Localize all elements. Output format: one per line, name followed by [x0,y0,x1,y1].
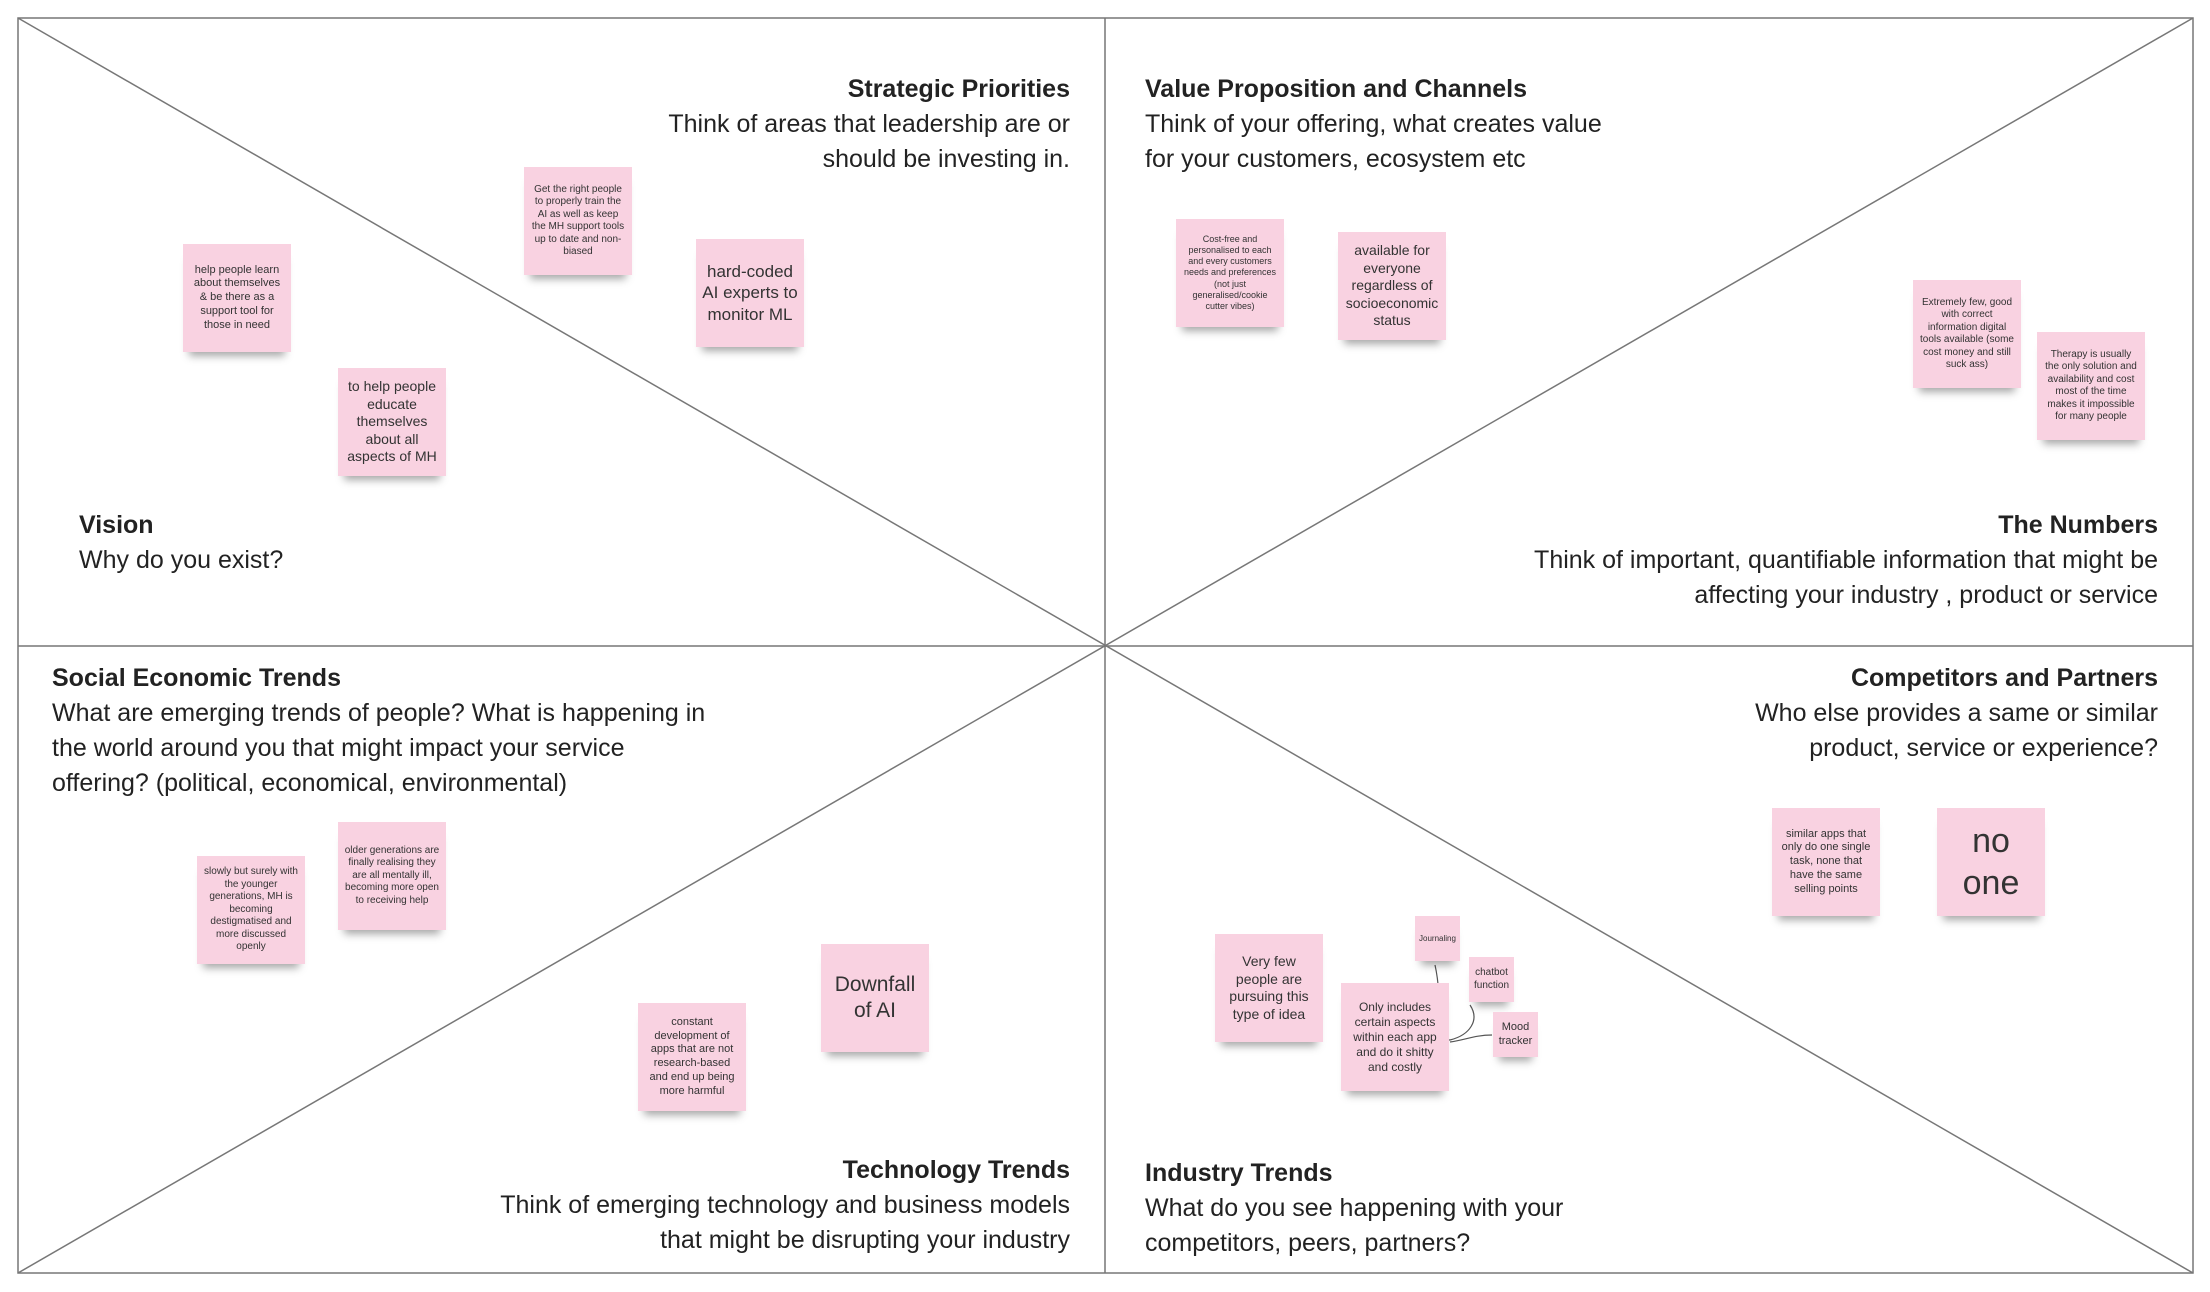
sticky-note[interactable]: Journaling [1415,916,1460,961]
section-desc: What do you see happening with your comp… [1145,1194,1564,1257]
sticky-note[interactable]: similar apps that only do one single tas… [1772,808,1880,916]
sticky-note[interactable]: chatbot function [1469,957,1514,1002]
section-title: Competitors and Partners [1850,664,2158,692]
section-title: Strategic Priorities [847,75,1070,103]
heading-strategic-priorities: Strategic Priorities Think of areas that… [470,72,1070,177]
heading-social-economic: Social Economic Trends What are emerging… [52,661,812,801]
heading-industry: Industry Trends What do you see happenin… [1145,1156,1745,1261]
sticky-note[interactable]: slowly but surely with the younger gener… [197,856,305,964]
section-title: Industry Trends [1145,1159,1333,1187]
section-title: Value Proposition and Channels [1145,75,1528,103]
sticky-note[interactable]: no one [1937,808,2045,916]
section-desc: Who else provides a same or similar prod… [1755,699,2158,762]
section-desc: Think of areas that leadership are or sh… [668,110,1070,173]
section-desc: Think of important, quantifiable informa… [1534,546,2158,609]
heading-value-proposition: Value Proposition and Channels Think of … [1145,72,1745,177]
sticky-note[interactable]: Extremely few, good with correct informa… [1913,280,2021,388]
sticky-note[interactable]: Very few people are pursuing this type o… [1215,934,1323,1042]
sticky-note[interactable]: Mood tracker [1493,1012,1538,1057]
sticky-note[interactable]: help people learn about themselves & be … [183,244,291,352]
sticky-note[interactable]: Downfall of AI [821,944,929,1052]
sticky-note[interactable]: hard-coded AI experts to monitor ML [696,239,804,347]
sticky-note[interactable]: Get the right people to properly train t… [524,167,632,275]
sticky-note[interactable]: Only includes certain aspects within eac… [1341,983,1449,1091]
section-title: Social Economic Trends [52,664,341,692]
sticky-note[interactable]: constant development of apps that are no… [638,1003,746,1111]
section-title: Technology Trends [842,1156,1070,1184]
section-desc: Why do you exist? [79,546,284,574]
sticky-note[interactable]: older generations are finally realising … [338,822,446,930]
sticky-note[interactable]: Cost-free and personalised to each and e… [1176,219,1284,327]
diagonal-line-2 [17,17,2194,1274]
heading-competitors: Competitors and Partners Who else provid… [1558,661,2158,766]
sticky-note[interactable]: available for everyone regardless of soc… [1338,232,1446,340]
sticky-note[interactable]: Therapy is usually the only solution and… [2037,332,2145,440]
heading-vision: Vision Why do you exist? [79,508,479,578]
heading-the-numbers: The Numbers Think of important, quantifi… [1358,508,2158,613]
connector-chatbot [1449,1004,1475,1041]
section-title: Vision [79,511,154,539]
section-desc: Think of emerging technology and busines… [500,1191,1070,1254]
sticky-note[interactable]: to help people educate themselves about … [338,368,446,476]
section-desc: Think of your offering, what creates val… [1145,110,1602,173]
connector-mood [1449,1034,1493,1043]
section-desc: What are emerging trends of people? What… [52,699,706,797]
section-title: The Numbers [1998,511,2158,539]
heading-technology: Technology Trends Think of emerging tech… [370,1153,1070,1258]
